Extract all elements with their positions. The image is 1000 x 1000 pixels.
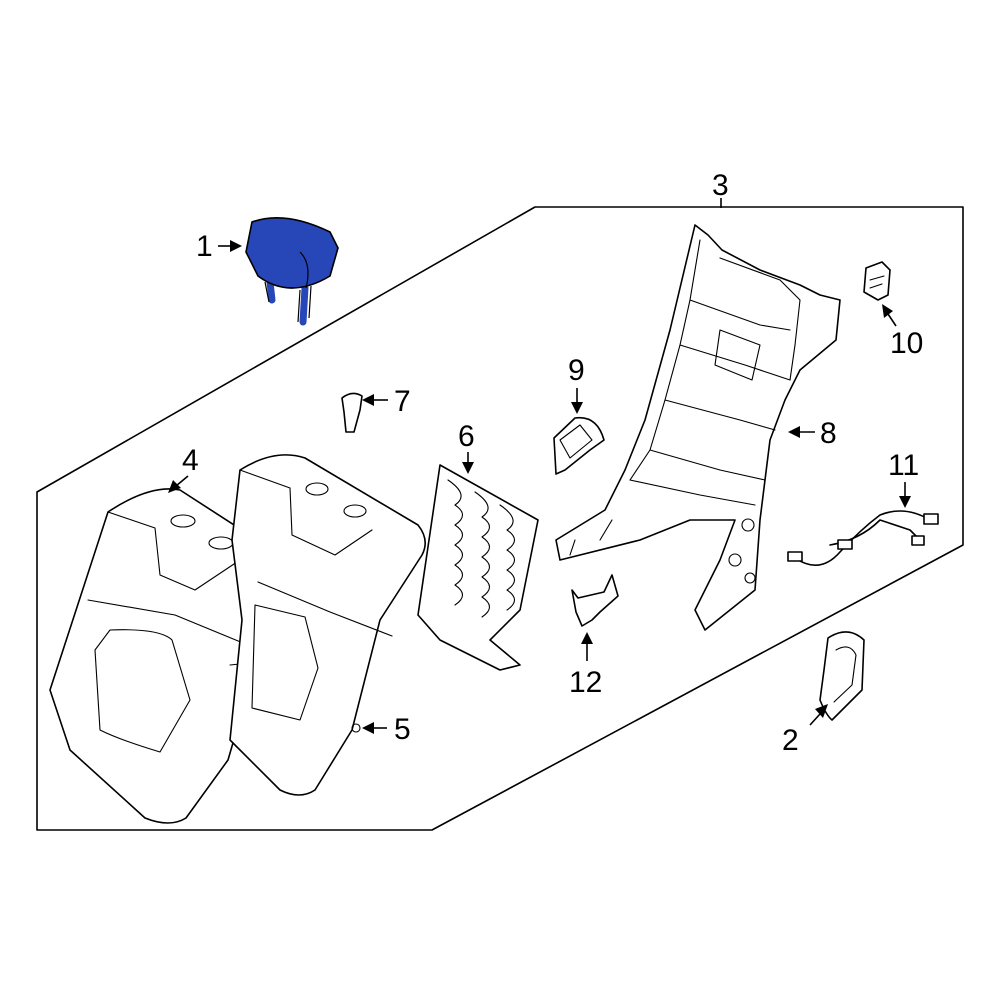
- bracket-part[interactable]: [571, 574, 619, 627]
- callout-7[interactable]: 7: [362, 385, 411, 418]
- seat-back-trim-part[interactable]: [229, 454, 426, 796]
- wiring-harness-part[interactable]: [787, 510, 939, 566]
- svg-text:2: 2: [782, 724, 799, 757]
- assembly-boundary: [36, 206, 964, 831]
- svg-text:4: 4: [182, 444, 199, 477]
- svg-text:9: 9: [568, 354, 585, 387]
- svg-text:6: 6: [458, 420, 475, 453]
- svg-text:3: 3: [712, 169, 729, 202]
- svg-text:7: 7: [394, 385, 411, 418]
- side-cover-part[interactable]: [819, 631, 865, 721]
- callout-2[interactable]: 2: [782, 704, 828, 757]
- callout-6[interactable]: 6: [458, 420, 475, 474]
- spring-mat-part[interactable]: [417, 464, 539, 671]
- callout-5[interactable]: 5: [362, 713, 411, 746]
- callout-12[interactable]: 12: [569, 632, 602, 699]
- callout-3[interactable]: 3: [712, 169, 729, 208]
- svg-text:5: 5: [394, 713, 411, 746]
- headrest-part[interactable]: [245, 217, 339, 326]
- clip-part[interactable]: [341, 392, 363, 433]
- svg-text:10: 10: [890, 327, 923, 360]
- latch-part[interactable]: [863, 261, 891, 301]
- trim-cover-part[interactable]: [553, 416, 605, 475]
- seat-frame-part[interactable]: [555, 224, 841, 631]
- svg-text:8: 8: [820, 417, 837, 450]
- svg-text:1: 1: [196, 230, 213, 263]
- svg-text:12: 12: [569, 666, 602, 699]
- svg-text:11: 11: [888, 449, 919, 482]
- callout-8[interactable]: 8: [788, 417, 837, 450]
- callout-1[interactable]: 1: [196, 230, 242, 263]
- callout-4[interactable]: 4: [168, 444, 199, 493]
- callout-10[interactable]: 10: [882, 304, 923, 360]
- callout-11[interactable]: 11: [888, 449, 919, 508]
- callout-9[interactable]: 9: [568, 354, 585, 414]
